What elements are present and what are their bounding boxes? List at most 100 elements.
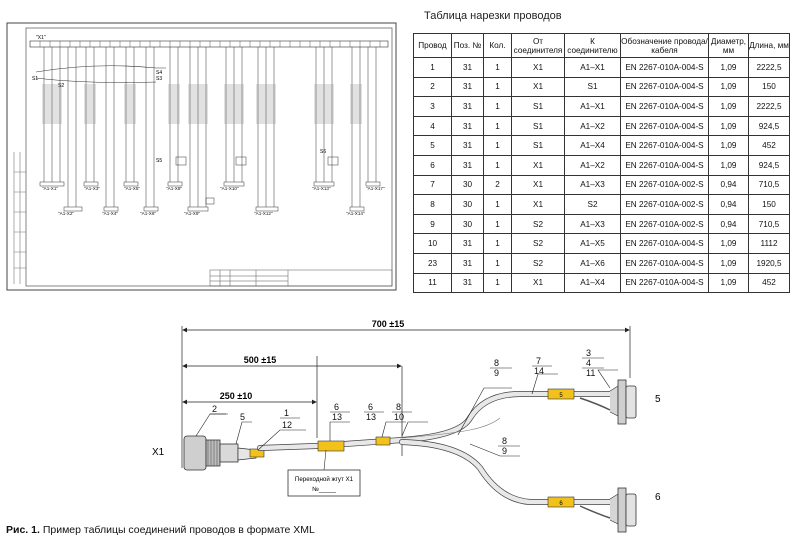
dim-mid: 500 ±15 xyxy=(244,355,276,365)
caption-text: Пример таблицы соединений проводов в фор… xyxy=(42,524,315,536)
table-cell: A1–X1 xyxy=(564,57,621,78)
table-cell: 1,09 xyxy=(708,76,749,98)
dim-total: 700 ±15 xyxy=(372,319,404,329)
table-cell: EN 2267-010A-004-S xyxy=(620,57,709,78)
connector-label: "A1-X2" xyxy=(58,211,74,216)
table-cell: 1 xyxy=(483,96,512,117)
table-cell: 30 xyxy=(451,194,484,215)
sleeve-bottom xyxy=(547,496,575,508)
sleeve-marker xyxy=(317,440,345,452)
table-cell: 31 xyxy=(451,154,484,176)
pos-9b: 9 xyxy=(494,368,499,378)
pos-4: 4 xyxy=(586,358,591,368)
pos-7: 7 xyxy=(536,356,541,366)
table-cell: S2 xyxy=(511,213,565,235)
table-cell: 31 xyxy=(451,272,484,294)
table-cell: 6 xyxy=(413,154,452,176)
connector-label: "A1-X14" xyxy=(346,211,365,216)
end-connector-6 xyxy=(579,487,637,533)
table-cell: S1 xyxy=(511,135,565,156)
connector-label: "A1-X8" xyxy=(166,186,182,191)
col-header: Провод xyxy=(413,33,452,58)
pos-8c: 8 xyxy=(502,436,507,446)
col-header: От соединителя xyxy=(511,33,565,58)
table-cell: 2222,5 xyxy=(748,96,790,117)
col-header: Кол. xyxy=(483,33,512,58)
table-cell: EN 2267-010A-004-S xyxy=(620,154,709,176)
table-cell: 3 xyxy=(413,96,452,117)
table-cell: A1–X1 xyxy=(564,96,621,117)
table-cell: 5 xyxy=(413,135,452,156)
table-cell: A1–X4 xyxy=(564,135,621,156)
table-cell: 452 xyxy=(748,272,790,294)
table-cell: 1,09 xyxy=(708,252,749,274)
table-cell: 1112 xyxy=(748,233,790,254)
connector-label: "A1-X5" xyxy=(124,186,140,191)
pos-1: 1 xyxy=(284,408,289,418)
label-s3: S3 xyxy=(156,76,162,82)
table-cell: 1 xyxy=(483,213,512,235)
connector-label: "A1-X4" xyxy=(102,211,118,216)
table-cell: S2 xyxy=(511,233,565,254)
table-cell: EN 2267-010A-004-S xyxy=(620,76,709,98)
table-cell: 710,5 xyxy=(748,174,790,196)
table-cell: 10 xyxy=(413,233,452,254)
table-cell: 1 xyxy=(483,272,512,294)
table-cell: S1 xyxy=(511,115,565,137)
table-cell: 31 xyxy=(451,57,484,78)
table-cell: X1 xyxy=(511,174,565,196)
table-cell: EN 2267-010A-004-S xyxy=(620,233,709,254)
table-cell: 11 xyxy=(413,272,452,294)
table-cell: 1 xyxy=(483,135,512,156)
table-cell: 150 xyxy=(748,194,790,215)
table-cell: EN 2267-010A-004-S xyxy=(620,115,709,137)
table-cell: A1–X3 xyxy=(564,174,621,196)
pos-9c: 9 xyxy=(502,446,507,456)
connector-label: "A1-X10" xyxy=(220,186,239,191)
table-cell: 1,09 xyxy=(708,135,749,156)
col-header: Обозначение провода/кабеля xyxy=(620,33,709,58)
end-label-6: 6 xyxy=(655,492,661,503)
table-cell: 2 xyxy=(483,174,512,196)
pos-10: 10 xyxy=(394,412,404,422)
table-cell: 1,09 xyxy=(708,96,749,117)
col-header: Длина, мм xyxy=(748,33,790,58)
table-cell: 1,09 xyxy=(708,272,749,294)
pos-14: 14 xyxy=(534,366,544,376)
harness-drawing: 700 ±15 500 ±15 250 ±10 X1 5 6 xyxy=(140,318,700,533)
table-cell: 30 xyxy=(451,213,484,235)
table-cell: 1 xyxy=(413,57,452,78)
table-cell: S2 xyxy=(511,252,565,274)
table-cell: EN 2267-010A-004-S xyxy=(620,135,709,156)
table-cell: 0,94 xyxy=(708,174,749,196)
table-cell: X1 xyxy=(511,154,565,176)
table-cell: 23 xyxy=(413,252,452,274)
pos-12: 12 xyxy=(282,420,292,430)
x1-connector xyxy=(183,435,265,471)
pos-3: 3 xyxy=(586,348,591,358)
table-cell: 0,94 xyxy=(708,194,749,215)
connector-label: "A1-X1" xyxy=(42,186,58,191)
table-cell: A1–X2 xyxy=(564,115,621,137)
x1-label: X1 xyxy=(152,447,165,458)
table-cell: 31 xyxy=(451,135,484,156)
connector-label: "A1-X12" xyxy=(254,211,273,216)
table-cell: 1,09 xyxy=(708,57,749,78)
col-header: К соединителю xyxy=(564,33,621,58)
table-cell: 31 xyxy=(451,233,484,254)
table-cell: A1–X5 xyxy=(564,233,621,254)
table-cell: 31 xyxy=(451,115,484,137)
table-cell: A1–X2 xyxy=(564,154,621,176)
table-cell: X1 xyxy=(511,194,565,215)
pos-6b: 6 xyxy=(368,402,373,412)
table-cell: 150 xyxy=(748,76,790,98)
table-cell: EN 2267-010A-004-S xyxy=(620,252,709,274)
sleeve-top xyxy=(547,388,575,400)
table-cell: 31 xyxy=(451,96,484,117)
